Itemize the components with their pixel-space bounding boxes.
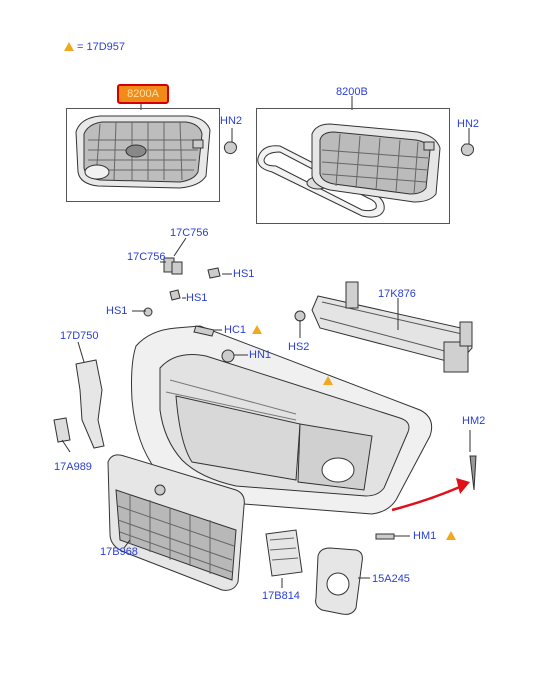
label-8200b[interactable]: 8200B	[336, 86, 368, 98]
label-hs1-c[interactable]: HS1	[106, 305, 128, 317]
label-hm2[interactable]: HM2	[462, 415, 486, 427]
label-hn1[interactable]: HN1	[249, 349, 272, 361]
label-17c756-b[interactable]: 17C756	[127, 251, 166, 263]
leader-lines	[61, 96, 471, 588]
lower-grille-drawing	[107, 454, 245, 591]
assembly-arrow	[391, 484, 463, 512]
label-17b814[interactable]: 17B814	[262, 590, 300, 602]
label-hc1[interactable]: HC1	[224, 324, 247, 336]
side-bracket-drawing	[53, 359, 105, 449]
grille-8200b-drawing	[257, 123, 474, 218]
label-17b968[interactable]: 17B968	[100, 546, 138, 558]
label-hs1-b[interactable]: HS1	[186, 292, 208, 304]
label-17k876[interactable]: 17K876	[378, 288, 416, 300]
warning-triangle-icon-bumper	[323, 376, 333, 385]
kit-box-8200b	[256, 108, 450, 224]
warning-triangle-icon	[64, 42, 74, 51]
label-hn2-a[interactable]: HN2	[220, 115, 243, 127]
label-hm1[interactable]: HM1	[413, 530, 437, 542]
kit-box-8200a	[66, 108, 220, 202]
bumper-cover-drawing	[131, 325, 433, 515]
fog-lamp-bezels-drawing	[265, 529, 363, 615]
label-hs1-a[interactable]: HS1	[233, 268, 255, 280]
label-17c756-a[interactable]: 17C756	[170, 227, 209, 239]
warning-triangle-icon-hc1	[252, 325, 262, 334]
warning-triangle-icon-hm1	[446, 531, 456, 540]
label-hn2-b[interactable]: HN2	[457, 118, 480, 130]
label-17d750[interactable]: 17D750	[60, 330, 99, 342]
label-hs2[interactable]: HS2	[288, 341, 310, 353]
fasteners-drawing	[143, 257, 477, 540]
bumper-reinforcement-drawing	[311, 281, 473, 373]
assembly-arrow-head	[456, 478, 470, 494]
highlighted-part-label[interactable]: 8200A	[117, 84, 169, 104]
label-15a245[interactable]: 15A245	[372, 573, 410, 585]
grille-8200a-drawing	[75, 115, 237, 189]
label-17a989[interactable]: 17A989	[54, 461, 92, 473]
legend-text: = 17D957	[77, 41, 126, 53]
